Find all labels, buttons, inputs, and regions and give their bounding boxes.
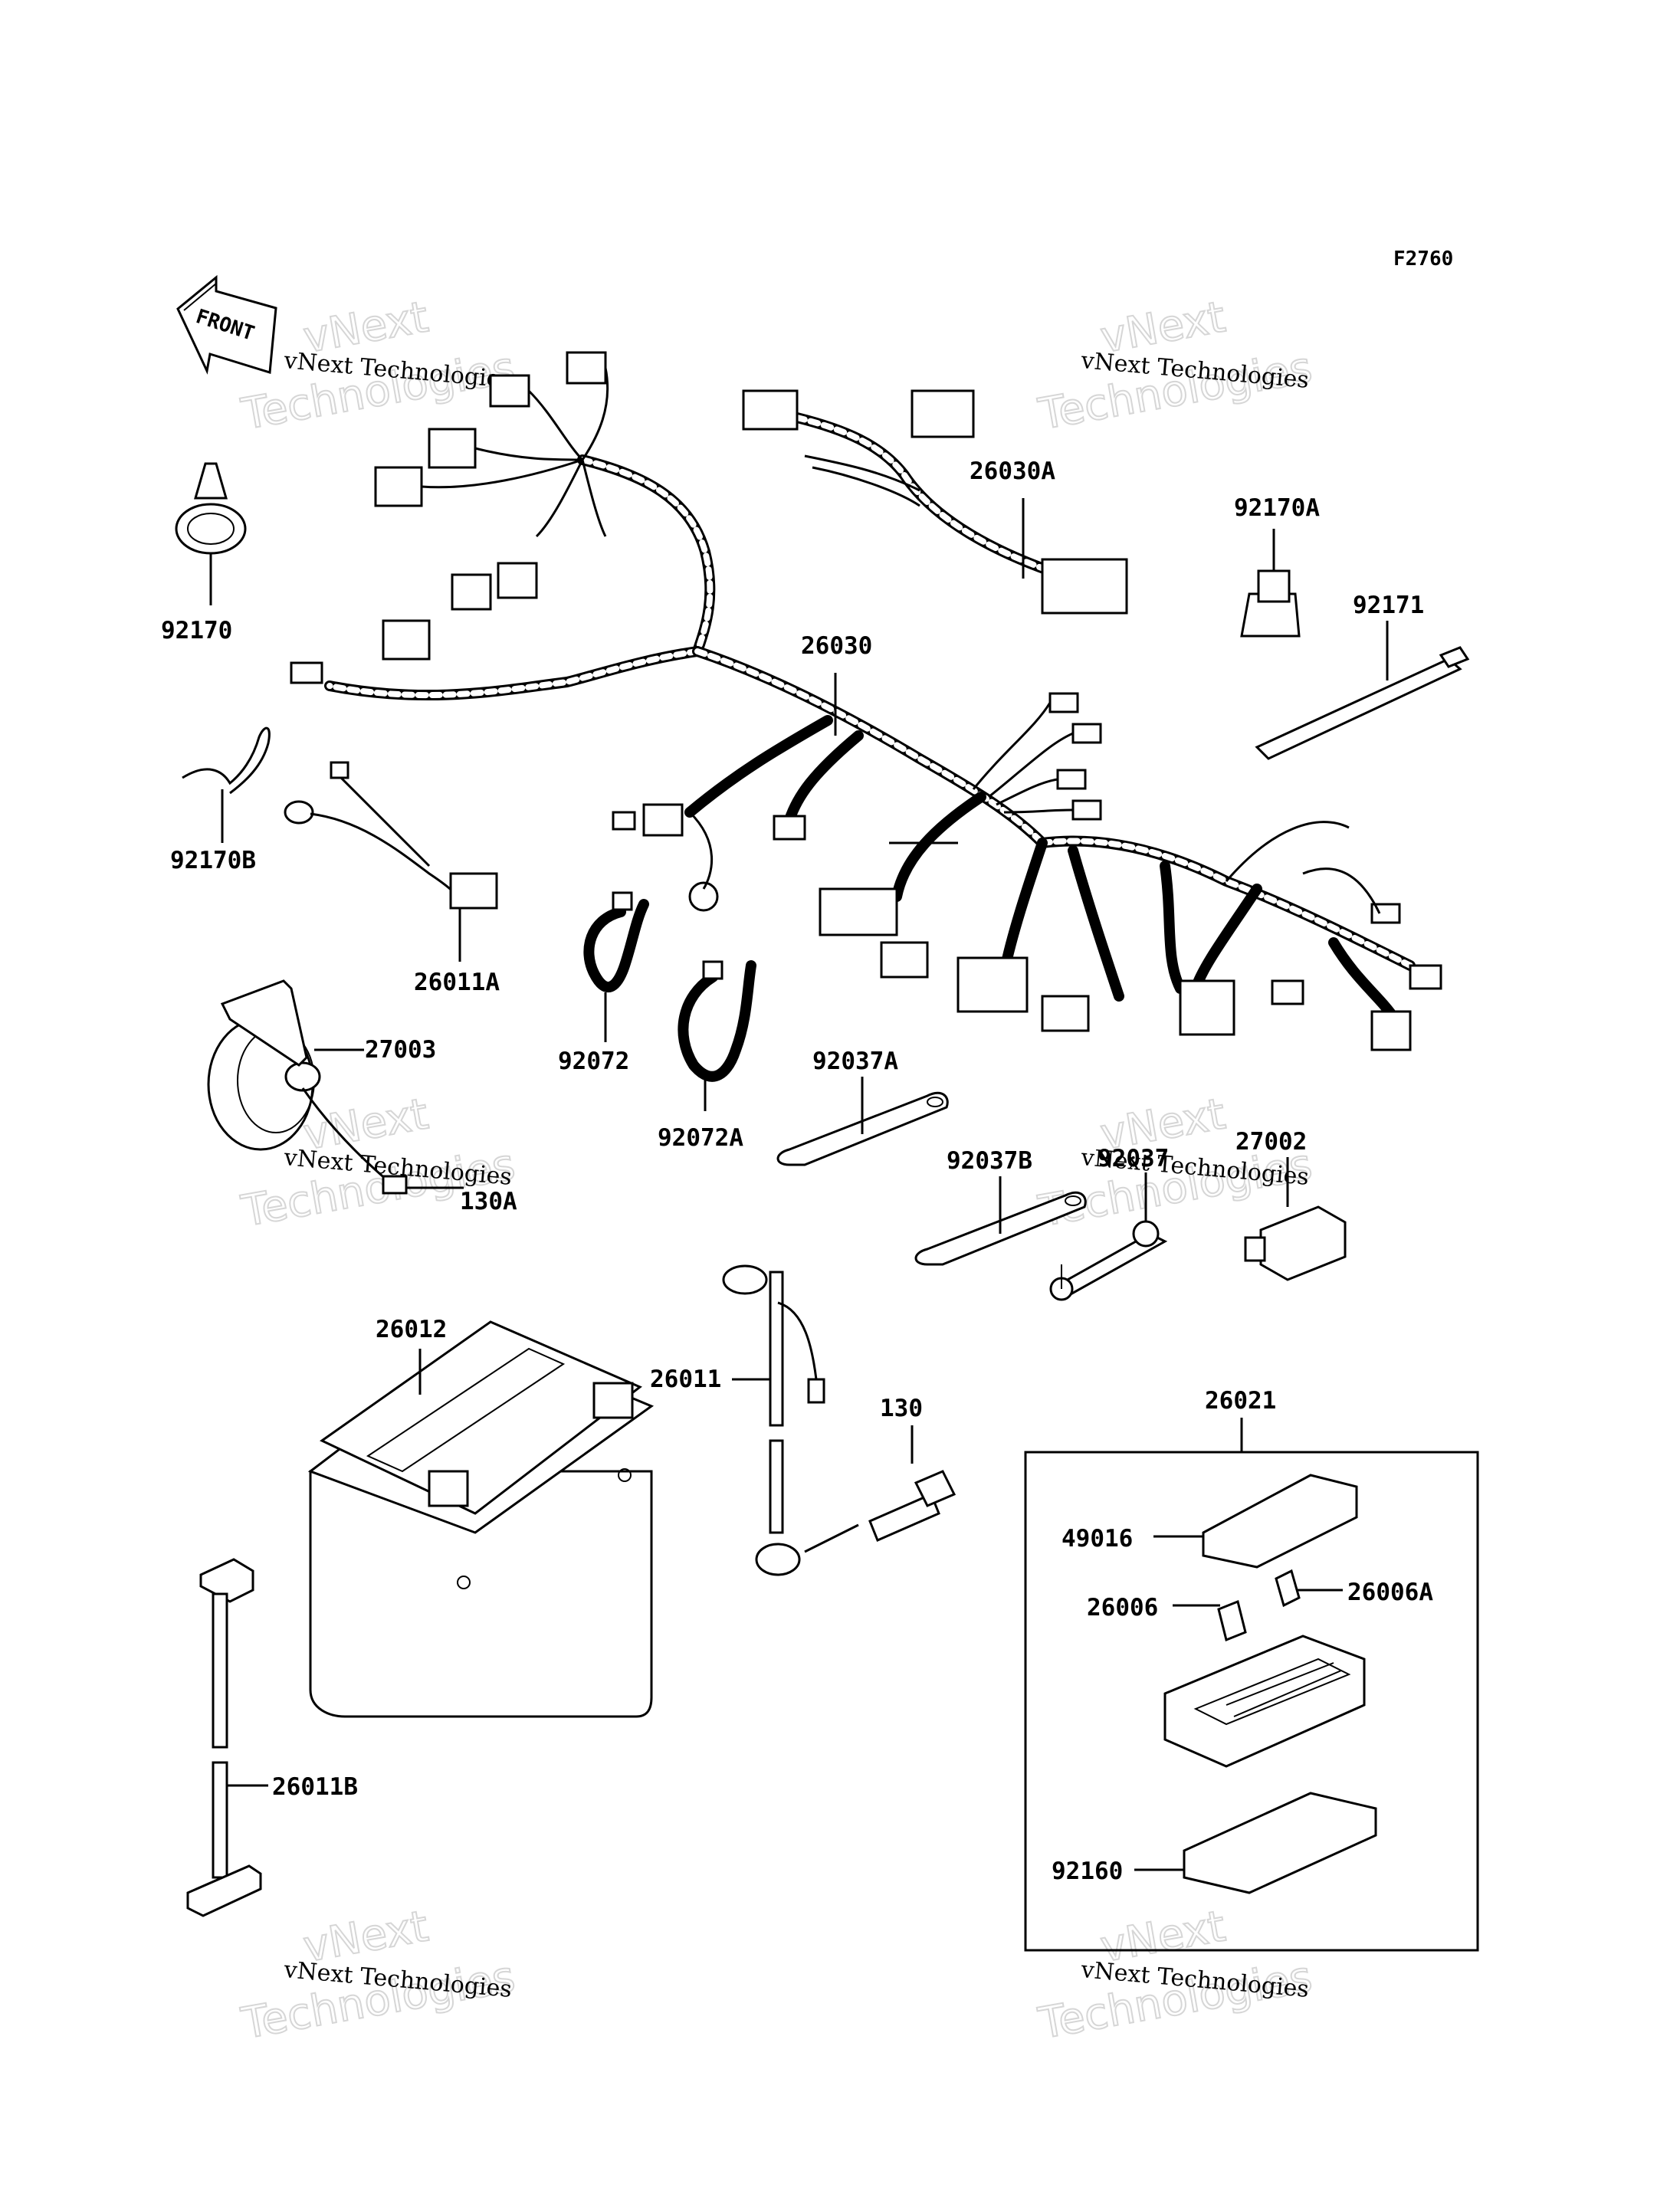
- label-92037A: 92037A: [812, 1048, 898, 1075]
- clip-92170B-drawing: [182, 726, 271, 843]
- label-49016: 49016: [1061, 1525, 1133, 1553]
- clip-92170A-drawing: [1240, 529, 1301, 638]
- label-92037B: 92037B: [947, 1147, 1032, 1175]
- label-92072: 92072: [558, 1048, 629, 1075]
- label-92037: 92037: [1098, 1145, 1169, 1172]
- label-130A: 130A: [460, 1188, 517, 1215]
- band-92072A-drawing: [678, 960, 756, 1111]
- lead-26011A-drawing: [284, 761, 498, 962]
- watermark-mid-right: vNext Technologies vNext Technologies: [1034, 1088, 1317, 1238]
- strap-92037B-drawing: [914, 1176, 1087, 1266]
- fuse-box-frame: [1024, 1451, 1479, 1952]
- label-92160: 92160: [1052, 1858, 1123, 1885]
- watermark-bottom-right: vNext Technologies vNext Technologies: [1034, 1900, 1317, 2050]
- label-26006: 26006: [1087, 1594, 1158, 1622]
- main-harness-drawing: [290, 351, 1442, 1051]
- band-92072-drawing: [583, 891, 649, 1042]
- watermark-top-right: vNext Technologies vNext Technologies: [1034, 291, 1317, 441]
- label-26011: 26011: [650, 1366, 721, 1393]
- label-92171: 92171: [1353, 592, 1424, 619]
- fuse-box-assembly: [1024, 1418, 1479, 1952]
- connector: [374, 466, 423, 507]
- label-26030: 26030: [801, 632, 872, 660]
- bolt-130-drawing: [804, 1425, 956, 1553]
- horn-27003-drawing: [207, 979, 464, 1195]
- label-26030A: 26030A: [970, 457, 1055, 485]
- label-26011B: 26011B: [272, 1773, 358, 1801]
- battery-26012-drawing: [307, 1320, 655, 1718]
- label-26011A: 26011A: [414, 969, 500, 996]
- label-26012: 26012: [376, 1316, 447, 1343]
- label-92170: 92170: [161, 617, 232, 644]
- lead-26011-drawing: [722, 1264, 825, 1576]
- label-27002: 27002: [1235, 1128, 1307, 1156]
- strap-92037A-drawing: [776, 1077, 949, 1166]
- sub-harness-drawing: [742, 389, 1128, 615]
- watermark-top-left: vNext Technologies vNext Technologies: [237, 291, 520, 441]
- label-130: 130: [880, 1395, 923, 1422]
- label-27003: 27003: [365, 1036, 436, 1064]
- label-26006A: 26006A: [1347, 1579, 1433, 1606]
- band-92171-drawing: [1255, 621, 1470, 760]
- front-arrow-icon: FRONT: [176, 274, 277, 375]
- label-92072A: 92072A: [658, 1124, 743, 1152]
- label-92170A: 92170A: [1234, 494, 1320, 522]
- lead-26011B-drawing: [186, 1558, 268, 1917]
- watermark-bottom-left: vNext Technologies vNext Technologies: [237, 1900, 520, 2050]
- clamp-92170-drawing: [175, 462, 247, 605]
- label-92170B: 92170B: [170, 847, 256, 874]
- relay-27002-drawing: [1244, 1157, 1347, 1281]
- figure-code: F2760: [1393, 248, 1453, 271]
- label-26021: 26021: [1205, 1387, 1276, 1415]
- plate-92037-drawing: [1049, 1172, 1168, 1301]
